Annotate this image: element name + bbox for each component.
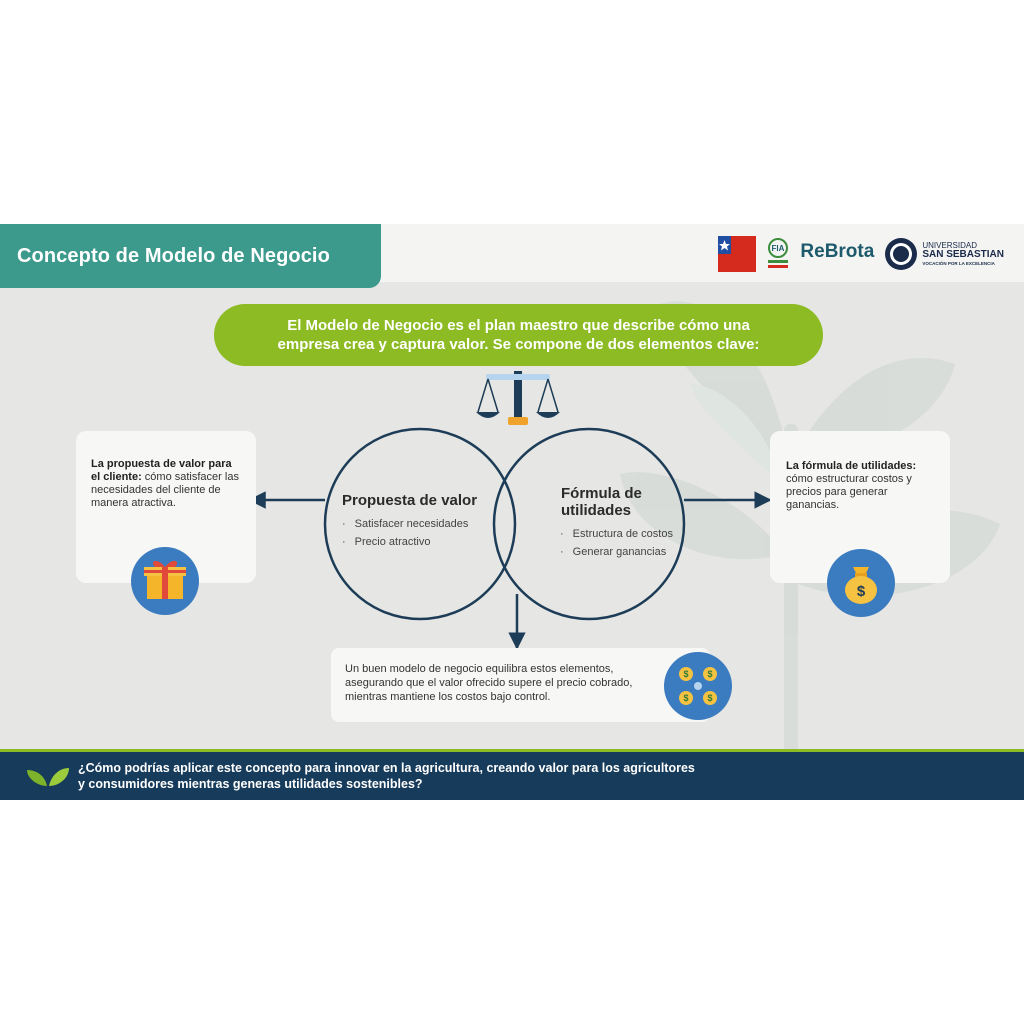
venn-circle-formula: [492, 427, 686, 621]
gobierno-logo: [718, 236, 757, 272]
uss-logo: UNIVERSIDAD SAN SEBASTIAN VOCACIÓN POR L…: [884, 237, 1004, 271]
svg-text:$: $: [683, 693, 688, 703]
fia-logo: FIA: [766, 237, 790, 271]
venn-right-title: Fórmula de utilidades: [561, 485, 642, 519]
slide: Concepto de Modelo de Negocio FIA ReBrot…: [0, 224, 1024, 800]
list-item: Precio atractivo: [342, 536, 468, 548]
svg-text:FIA: FIA: [772, 244, 785, 253]
card-propuesta-valor: La propuesta de valor para el cliente: c…: [76, 431, 256, 615]
intro-text: El Modelo de Negocio es el plan maestro …: [277, 317, 760, 353]
svg-text:$: $: [707, 669, 712, 679]
balance-scale-icon: [476, 371, 560, 425]
rebrota-logo: ReBrota: [800, 240, 875, 262]
svg-text:$: $: [707, 693, 712, 703]
intro-banner: El Modelo de Negocio es el plan maestro …: [214, 304, 823, 366]
card-left-bold: La propuesta de valor para el cliente:: [91, 458, 232, 483]
logo-strip: FIA ReBrota UNIVERSIDAD SAN SEBASTIAN VO…: [718, 232, 1004, 276]
venn-left-list: Satisfacer necesidades Precio atractivo: [342, 518, 469, 554]
footer-question-text: ¿Cómo podrías aplicar este concepto para…: [78, 761, 695, 791]
card-right-text: cómo estructurar costos y precios para g…: [786, 473, 912, 511]
money-bag-icon: $: [827, 549, 895, 617]
bottom-summary-text: Un buen modelo de negocio equilibra esto…: [345, 663, 633, 703]
sprout-icon: [27, 768, 69, 786]
svg-text:$: $: [857, 583, 866, 600]
venn-circle-propuesta: [323, 427, 517, 621]
bottom-summary-card: Un buen modelo de negocio equilibra esto…: [331, 648, 710, 722]
card-formula-utilidades: La fórmula de utilidades: cómo estructur…: [770, 431, 950, 617]
list-item: Satisfacer necesidades: [342, 518, 469, 530]
footer-question-bar: ¿Cómo podrías aplicar este concepto para…: [0, 749, 1024, 800]
card-right-bold: La fórmula de utilidades:: [786, 460, 917, 472]
title-banner: Concepto de Modelo de Negocio: [0, 224, 381, 288]
venn-diagram: [248, 371, 772, 650]
svg-text:$: $: [683, 669, 688, 679]
list-item: Generar ganancias: [560, 546, 673, 558]
gift-icon: [131, 547, 199, 615]
card-left-text: cómo satisfacer las necesidades del clie…: [91, 471, 239, 509]
venn-left-title: Propuesta de valor: [342, 492, 478, 509]
list-item: Estructura de costos: [560, 528, 673, 540]
money-cycle-icon: $ $ $ $: [664, 652, 732, 720]
venn-right-list: Estructura de costos Generar ganancias: [560, 528, 673, 564]
uss-seal-icon: [885, 238, 918, 270]
page-title: Concepto de Modelo de Negocio: [17, 244, 330, 267]
